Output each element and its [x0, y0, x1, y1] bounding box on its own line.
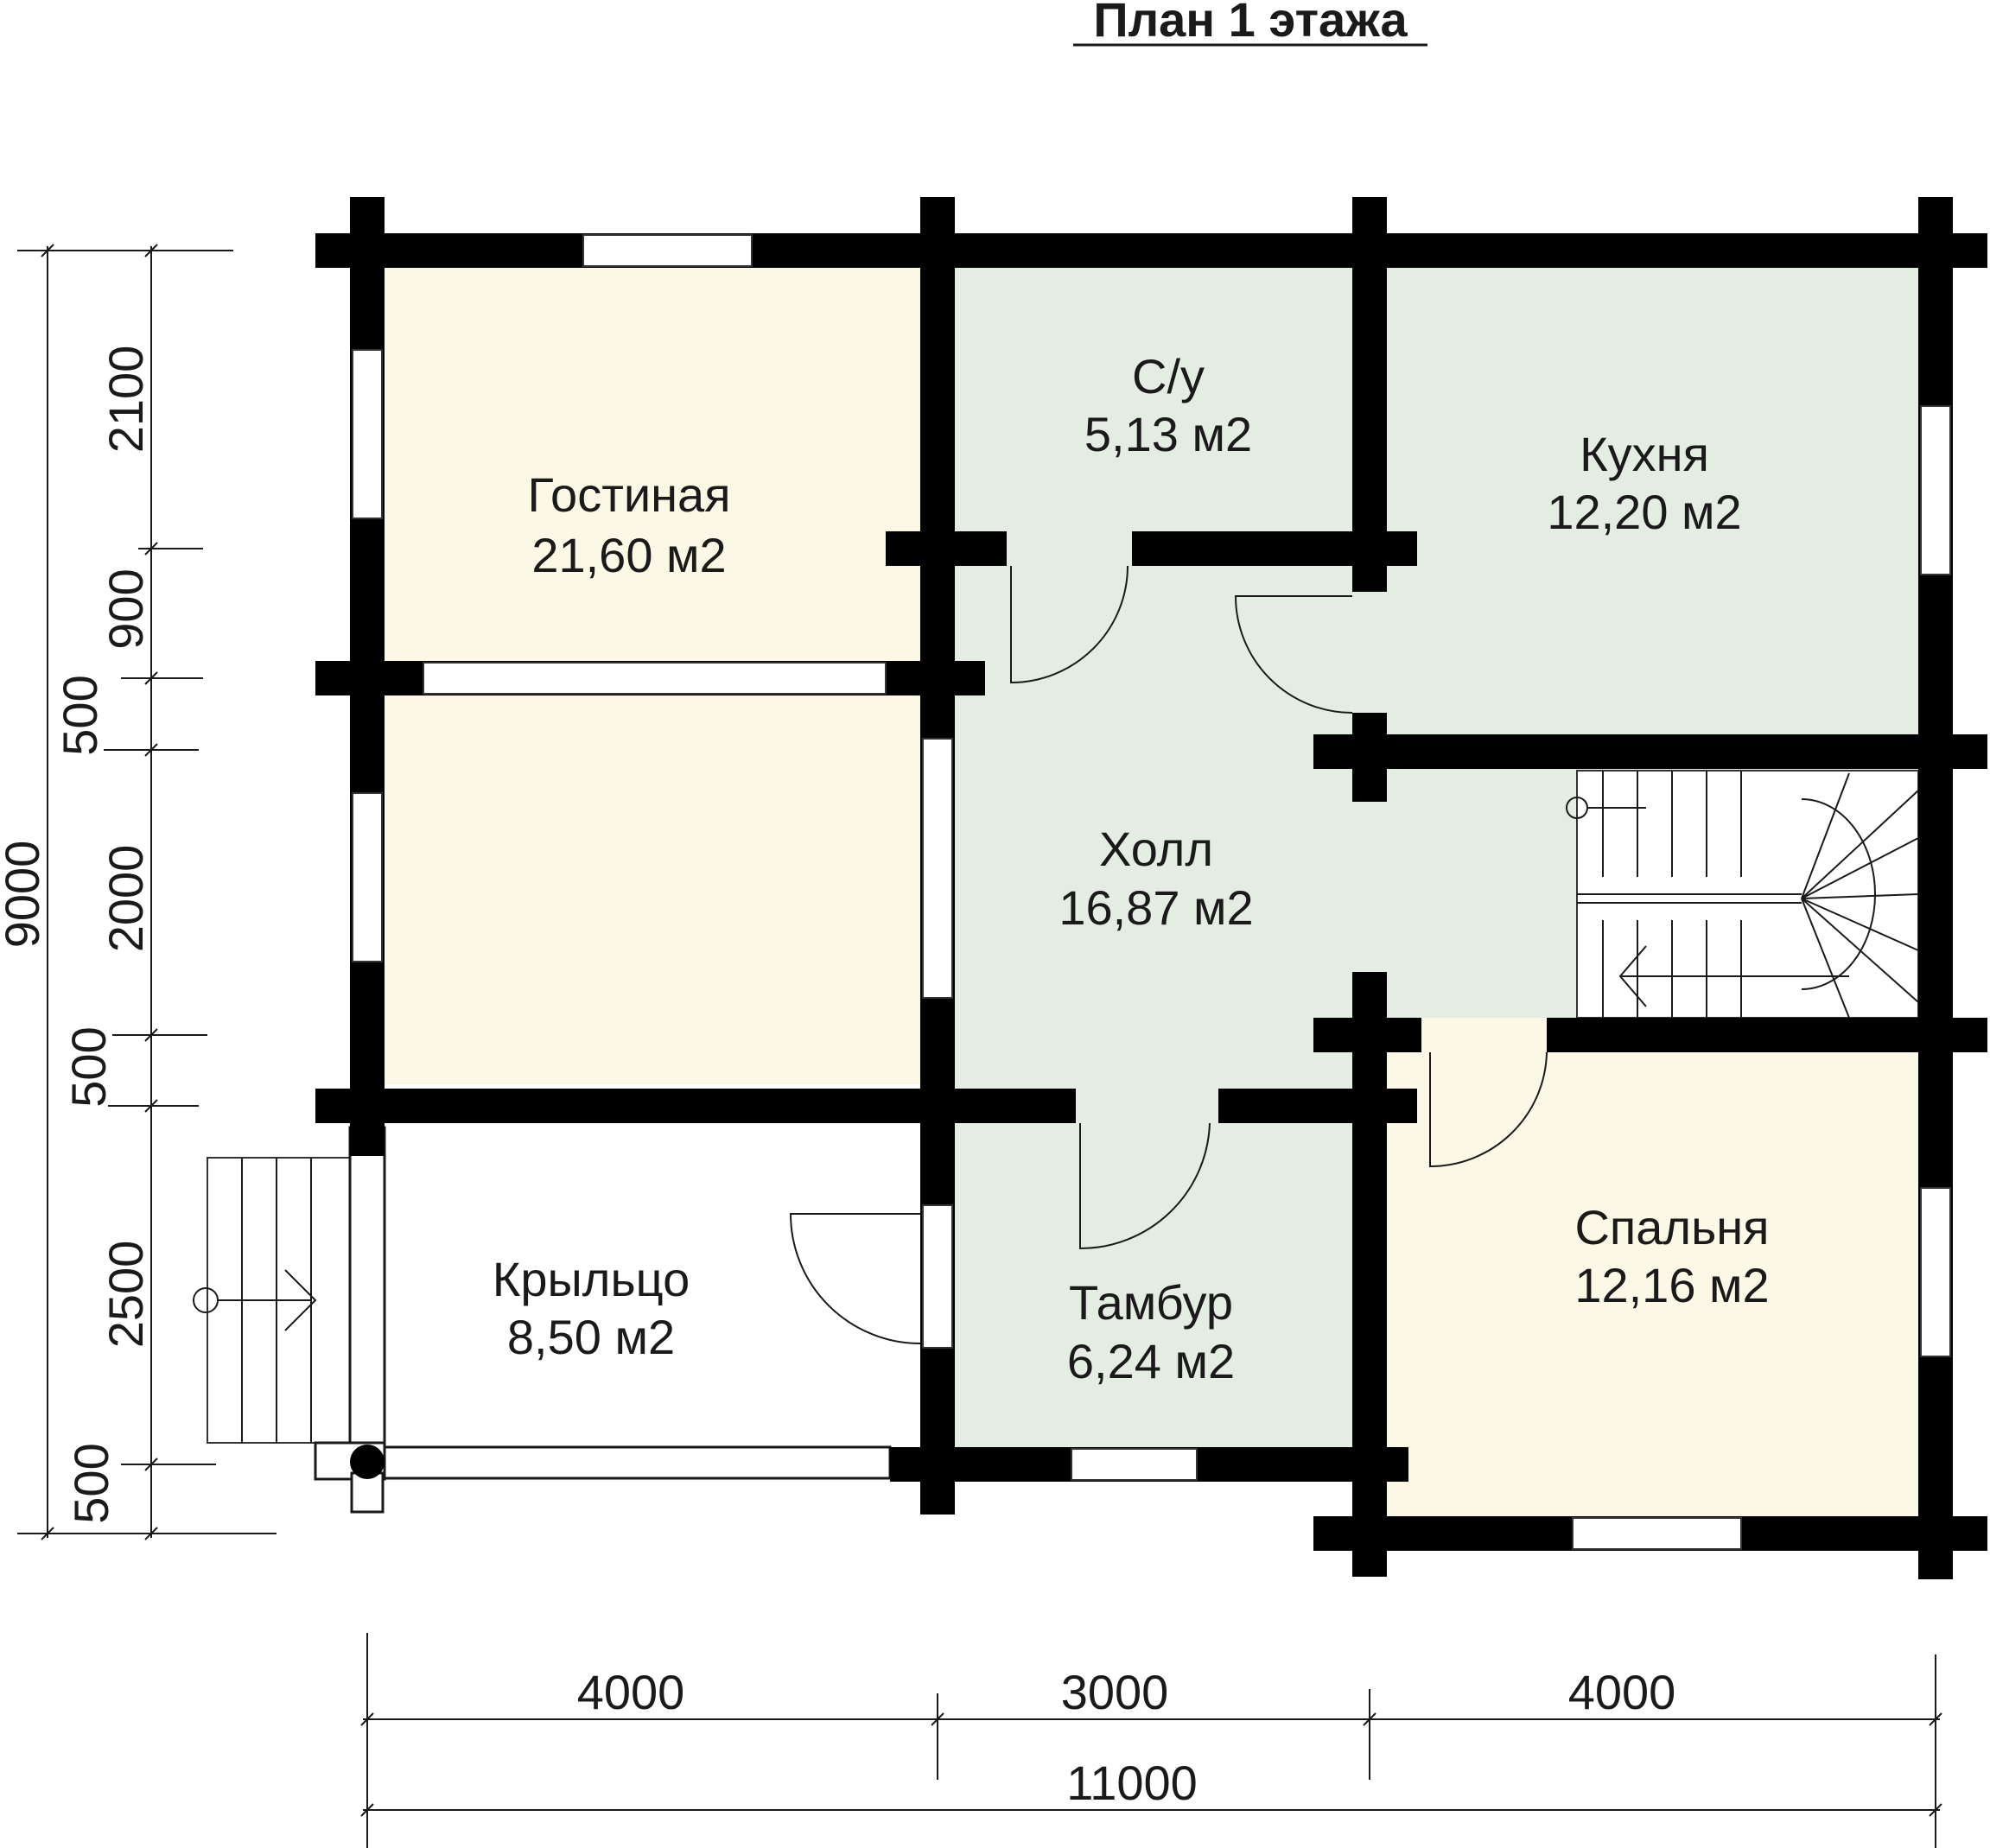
plan-title: План 1 этажа — [1093, 0, 1408, 47]
room-area-bedroom: 12,16 м2 — [1574, 1258, 1769, 1312]
room-area-vestibule: 6,24 м2 — [1067, 1334, 1235, 1388]
bedroom-fill — [1387, 1050, 1918, 1525]
room-name-hall: Холл — [1099, 822, 1213, 876]
dim-horizontal-total: 11000 — [1066, 1756, 1198, 1810]
room-area-living: 21,60 м2 — [531, 528, 726, 582]
room-labels: Гостиная 21,60 м2 С/у 5,13 м2 Кухня 12,2… — [493, 349, 1770, 1388]
room-area-hall: 16,87 м2 — [1059, 880, 1253, 935]
room-area-kitchen: 12,20 м2 — [1547, 485, 1741, 539]
dim-vertical-total: 9000 — [0, 841, 49, 949]
dim-horizontal-1: 4000 — [577, 1665, 685, 1719]
room-name-bedroom: Спальня — [1574, 1200, 1769, 1254]
room-name-vestibule: Тамбур — [1069, 1275, 1233, 1330]
room-area-bathroom: 5,13 м2 — [1084, 407, 1252, 461]
opening-living — [423, 662, 887, 695]
window-bedroom-bottom — [1572, 1517, 1742, 1550]
window-living-left-1 — [352, 349, 383, 519]
dim-vertical-1: 2100 — [99, 346, 153, 454]
horizontal-dimensions: 4000 3000 4000 11000 — [360, 1633, 1942, 1848]
dim-vertical-3: 500 — [53, 675, 107, 755]
room-area-porch: 8,50 м2 — [507, 1310, 675, 1364]
porch-post — [350, 1445, 385, 1479]
room-name-bathroom: С/у — [1132, 349, 1205, 403]
dim-horizontal-2: 3000 — [1061, 1665, 1169, 1719]
dim-vertical-7: 500 — [64, 1443, 118, 1523]
porch-steps — [193, 1157, 351, 1444]
staircase — [1566, 770, 1919, 1019]
dim-vertical-5: 500 — [61, 1026, 116, 1107]
doors — [789, 531, 1548, 1344]
dim-vertical-4: 2000 — [99, 845, 153, 953]
vertical-dimensions: 9000 2100 900 500 2000 500 2500 500 — [0, 244, 277, 1540]
window-bedroom-right — [1920, 1187, 1951, 1357]
bathroom-fill — [955, 268, 1352, 540]
room-name-kitchen: Кухня — [1580, 427, 1709, 481]
window-kitchen-right — [1920, 405, 1951, 575]
porch-railing — [314, 1126, 892, 1514]
window-living-left-2 — [352, 792, 383, 962]
dim-horizontal-3: 4000 — [1568, 1665, 1676, 1719]
room-name-living: Гостиная — [527, 467, 730, 522]
windows — [352, 234, 1951, 1550]
vestibule-fill — [955, 1084, 1352, 1447]
window-hall-left — [922, 738, 953, 999]
window-living-top — [582, 234, 753, 267]
dim-vertical-2: 900 — [99, 568, 153, 649]
room-name-porch: Крыльцо — [493, 1252, 690, 1306]
window-vestibule-bottom — [1071, 1448, 1198, 1481]
dim-vertical-6: 2500 — [99, 1241, 153, 1349]
window-porch-door — [922, 1204, 953, 1349]
